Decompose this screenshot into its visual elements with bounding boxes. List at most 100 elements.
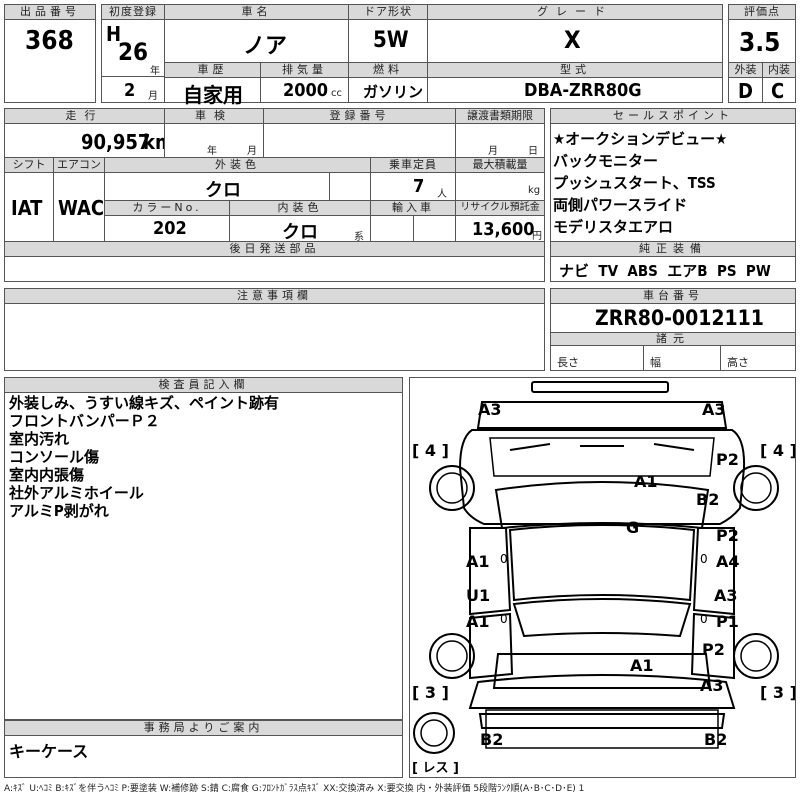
shift-value: IAT [11,196,43,220]
month-unit: 月 [148,91,158,102]
lot-cell: 368 [4,19,96,103]
kg-unit: kg [528,185,541,196]
sales-points-box: ★オークションデビュー★ バックモニター プッシュスタート、TSS 両側パワース… [550,123,796,242]
cc-unit: cc [331,88,342,99]
damage-label: P1 [716,612,739,631]
era: H [106,22,122,46]
inspector-note: 室内汚れ [9,430,70,448]
sales-point: バックモニター [553,152,659,170]
sales-point: プッシュスタート、TSS [553,174,716,192]
door-value: 5W [373,28,409,53]
score-value: 3.5 [739,28,781,58]
windshield [494,481,710,530]
inspector-note: 室内内張傷 [9,466,85,484]
rear-panel [485,709,719,749]
legend: A:ｷｽﾞ U:ﾍｺﾐ B:ｷｽﾞを伴うﾍｺﾐ P:要塗装 W:補修跡 S:錆 … [4,784,585,794]
right-front-wheel [733,465,779,511]
inspector-note: 社外アルミホイール [9,484,144,502]
front-bumper [476,401,728,429]
deadline-day-unit: 日 [528,146,538,157]
mileage-cell: 90,957 km [4,123,174,158]
equipment-value: ナビ TV ABS エアB PS PW [559,262,771,280]
front-roof-strip [531,381,669,393]
inspection-header: 車検 [164,108,264,124]
score-cell: 3.5 [728,19,796,63]
tire-depth-label: [ 4 ] [412,441,449,460]
equipment-header: 純正装備 [550,241,796,257]
damage-label: A4 [716,552,740,571]
recycle-header: リサイクル預託金 [455,200,545,216]
reg-year: 26 [118,38,149,66]
equipment-cell: ナビ TV ABS エアB PS PW [550,256,796,282]
car-name-cell: ノア [164,19,349,63]
aircon-cell: WAC [53,172,105,242]
history-value: 自家用 [183,83,243,107]
grille [489,437,715,477]
sales-point: 両側パワースライド [553,196,688,214]
model-cell: DBA-ZRR80G [427,77,723,103]
year-unit: 年 [150,66,160,77]
int-color-header: 内装色 [229,200,371,216]
model-header: 型式 [427,62,723,78]
notes-header: 注意事項欄 [4,288,545,304]
color-no-header: カラーNo. [104,200,230,216]
office-note: キーケース [9,742,89,761]
int-color-unit: 系 [354,232,364,243]
max-load-header: 最大積載量 [455,157,545,173]
svg-text:0: 0 [500,552,508,566]
left-front-wheel [429,465,475,511]
inspector-note: コンソール傷 [9,448,100,466]
width-label: 幅 [650,356,661,369]
yen-unit: 円 [532,231,542,242]
ext-color-extra-cell [329,172,371,201]
interior-header: 内装 [762,62,796,78]
recycle-cell: 13,600 円 [455,215,545,242]
deadline-month-unit: 月 [488,146,498,157]
import-cell-2 [413,215,456,242]
later-parts-cell [4,256,545,282]
notes-cell [4,303,545,371]
front-section [458,429,746,525]
history-header: 車歴 [164,62,261,78]
shift-cell: IAT [4,172,54,242]
lot-number: 368 [25,26,74,56]
reg-month: 2 [124,80,136,101]
capacity-header: 乗車定員 [370,157,456,173]
damage-label: A1 [634,472,658,491]
color-no-value: 202 [153,218,187,239]
damage-label: A3 [702,400,726,419]
ext-color-cell: クロ [104,172,330,201]
displacement-cell: 2000 cc [260,77,349,103]
damage-label: G [626,518,639,537]
tire-depth-labels: [ 4 ][ 4 ][ 3 ][ 3 ][ レス ] [412,441,797,776]
fuel-value: ガソリン [363,83,424,101]
import-header: 輸入車 [370,200,456,216]
displacement-header: 排気量 [260,62,349,78]
inspector-note: フロントバンパーＰ２ [9,412,160,430]
grade-value: X [564,26,581,54]
svg-text:0: 0 [700,552,708,566]
deadline-cell: 月 日 [455,123,545,158]
damage-label: B2 [696,490,719,509]
car-name-header: 車名 [164,4,349,20]
model-value: DBA-ZRR80G [524,80,642,101]
tire-depth-label: [ 4 ] [760,441,795,460]
length-cell: 長さ [550,345,644,371]
int-color-value: クロ [282,222,318,243]
damage-label: P2 [702,640,725,659]
damage-label: A3 [478,400,502,419]
inspector-note: アルミP剥がれ [9,502,109,520]
damage-label: B2 [704,730,727,749]
damage-label: A1 [630,656,654,675]
svg-text:0: 0 [700,612,708,626]
interior-grade: C [771,79,785,103]
first-reg-cell: H 26 年 [101,19,165,77]
rear-bumper [478,713,726,729]
length-label: 長さ [557,356,579,369]
shift-header: シフト [4,157,54,173]
damage-label: B2 [480,730,503,749]
recycle-value: 13,600 [472,219,535,240]
